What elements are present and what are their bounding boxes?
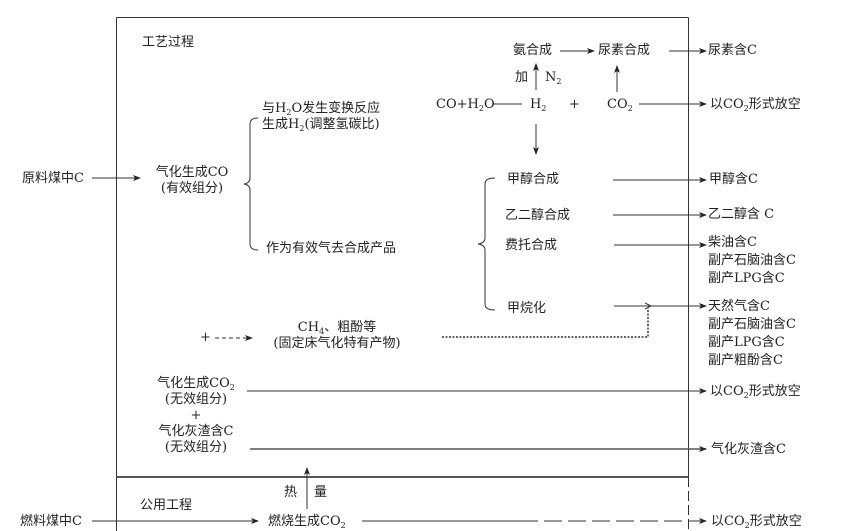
output-co2-vent-3: 以CO2形式放空 (711, 514, 802, 530)
heat-label-1: 热 (284, 485, 298, 500)
heat-label-2: 量 (314, 485, 328, 500)
fixed-bed-plus: + (200, 330, 211, 345)
shift-reaction-label: 与H2O发生变换反应 生成H2(调整氢碳比) (262, 101, 381, 133)
combustion-co2-label: 燃烧生成CO2 (268, 514, 346, 530)
output-ft-products: 柴油含C 副产石脑油含C 副产LPG含C (708, 235, 796, 286)
h2-label: H2 (530, 97, 547, 113)
fixed-bed-dotted-connector (442, 308, 649, 338)
output-glycol-c: 乙二醇含 C (708, 207, 775, 222)
products-bracket (477, 177, 496, 311)
co2-label: CO2 (607, 97, 633, 113)
fuel-coal-label: 燃料煤中C (20, 514, 82, 529)
utility-section-label: 公用工程 (140, 498, 193, 513)
output-slag-c: 气化灰渣含C (711, 442, 786, 457)
output-sng-products: 天然气含C 副产石脑油含C 副产LPG含C 副产粗酚含C (708, 299, 796, 368)
output-urea-c: 尿素含C (708, 43, 757, 58)
methanation-label: 甲烷化 (507, 301, 547, 316)
ammonia-synthesis-label: 氨合成 (513, 43, 553, 58)
synthesis-label: 作为有效气去合成产品 (266, 241, 397, 256)
ft-synthesis-label: 费托合成 (505, 238, 558, 253)
glycol-synthesis-label: 乙二醇合成 (505, 208, 571, 223)
gasification-co-label: 气化生成CO (有效组分) (155, 165, 229, 196)
output-co2-vent-2: 以CO2形式放空 (710, 384, 801, 400)
output-methanol-c: 甲醇含C (709, 172, 758, 187)
n2-label: N2 (545, 70, 562, 86)
merge-arrowhead (644, 302, 653, 310)
shift-plus: + (569, 97, 580, 112)
gasification-bracket (243, 117, 259, 251)
fixed-bed-products-label: CH4、粗酚等 (固定床气化特有产物) (273, 320, 401, 351)
shift-reactant-label: CO+H2O (436, 97, 495, 113)
raw-coal-label: 原料煤中C (22, 171, 84, 186)
process-section-label: 工艺过程 (142, 35, 195, 50)
add-label: 加 (515, 70, 529, 85)
methanol-synthesis-label: 甲醇合成 (507, 172, 560, 187)
gasification-co2-label: 气化生成CO2 (无效组分) + 气化灰渣含C (无效组分) (157, 376, 235, 455)
output-co2-vent-1: 以CO2形式放空 (710, 97, 801, 113)
urea-synthesis-label: 尿素合成 (598, 43, 651, 58)
